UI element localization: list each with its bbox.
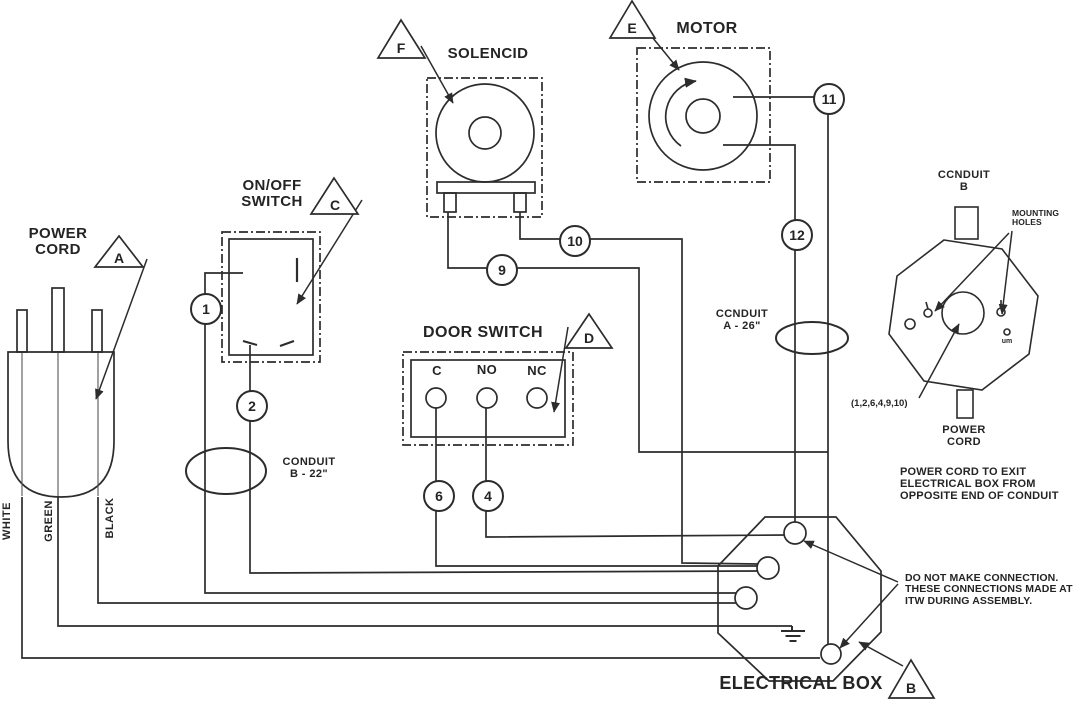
note-do-not-connect: DO NOT MAKE CONNECTION.THESE CONNECTIONS…: [905, 572, 1073, 607]
flag-d-letter: D: [583, 330, 595, 346]
wire-4: [485, 408, 789, 538]
wire-tag-4: 4: [472, 480, 504, 512]
leader-mount-right: [998, 230, 1013, 315]
wire-list-label: (1,2,6,4,9,10): [851, 398, 908, 409]
wire-6: [435, 408, 758, 567]
flag-b-letter: B: [905, 680, 917, 696]
terminal-no-label: NO: [476, 362, 498, 377]
wire-9: [447, 212, 828, 453]
wire-tag-10: 10: [559, 225, 591, 257]
triangle-flags: [93, 0, 936, 699]
triangle-f: [376, 18, 427, 59]
wire-tag-6: 6: [423, 480, 455, 512]
wire-tag-12: 12: [781, 219, 813, 251]
junction-box-detail: [888, 206, 1039, 419]
electrical-box-label: ELECTRICAL BOX: [719, 673, 883, 693]
flag-e-letter: E: [627, 20, 637, 36]
wire-white-label: WHITE: [1, 502, 13, 540]
leader-c: [296, 199, 363, 305]
solenoid-symbol: [426, 77, 543, 218]
leader-wire-list: [918, 323, 960, 399]
flag-f-letter: F: [396, 40, 406, 56]
on-off-switch-box: [221, 231, 321, 363]
flag-a-letter: A: [113, 250, 125, 266]
flag-c-letter: C: [329, 197, 341, 213]
leader-f: [420, 45, 454, 104]
electrical-box-octagon: [717, 516, 882, 682]
leader-a: [95, 258, 148, 400]
leader-donot-bottom: [839, 583, 899, 649]
motor-symbol: [636, 47, 771, 183]
wire-routes: [21, 96, 829, 659]
wire-tag-9: 9: [486, 254, 518, 286]
triangle-e: [608, 0, 657, 39]
wire-black: [97, 497, 737, 604]
wire-white: [21, 497, 820, 659]
wire-12: [723, 144, 796, 533]
triangle-b: [887, 658, 936, 699]
ground-symbol-icon: [781, 626, 805, 642]
conduit-b-ellipse: [185, 447, 267, 495]
leader-donot-top: [803, 540, 899, 583]
door-switch-label: DOOR SWITCH: [423, 324, 543, 341]
rotation-arrow-icon: [664, 77, 697, 147]
wire-green: [57, 497, 792, 627]
wire-tag-1: 1: [190, 293, 222, 325]
leader-lines: [95, 31, 1013, 667]
triangle-d: [564, 312, 614, 349]
leader-d: [551, 326, 569, 413]
wire-tag-2: 2: [236, 390, 268, 422]
wire-black-label: BLACK: [104, 497, 116, 539]
solenoid-label: SOLENCID: [447, 45, 529, 62]
door-switch-box: [402, 351, 574, 446]
wire-10: [519, 212, 759, 565]
triangle-c: [309, 176, 360, 215]
leader-mount-left: [934, 232, 1010, 312]
power-cord-plug: [7, 287, 115, 498]
conduit-a-ellipse: [775, 321, 849, 355]
wire-1: [204, 272, 736, 594]
leader-b: [858, 641, 904, 667]
terminal-c-label: C: [432, 363, 442, 378]
terminal-nc-label: NC: [527, 363, 547, 378]
small-mark-label: um: [1001, 338, 1013, 345]
triangle-a: [93, 234, 145, 268]
wire-green-label: GREEN: [43, 500, 55, 542]
wire-tag-11: 11: [813, 83, 845, 115]
motor-label: MOTOR: [676, 20, 738, 37]
